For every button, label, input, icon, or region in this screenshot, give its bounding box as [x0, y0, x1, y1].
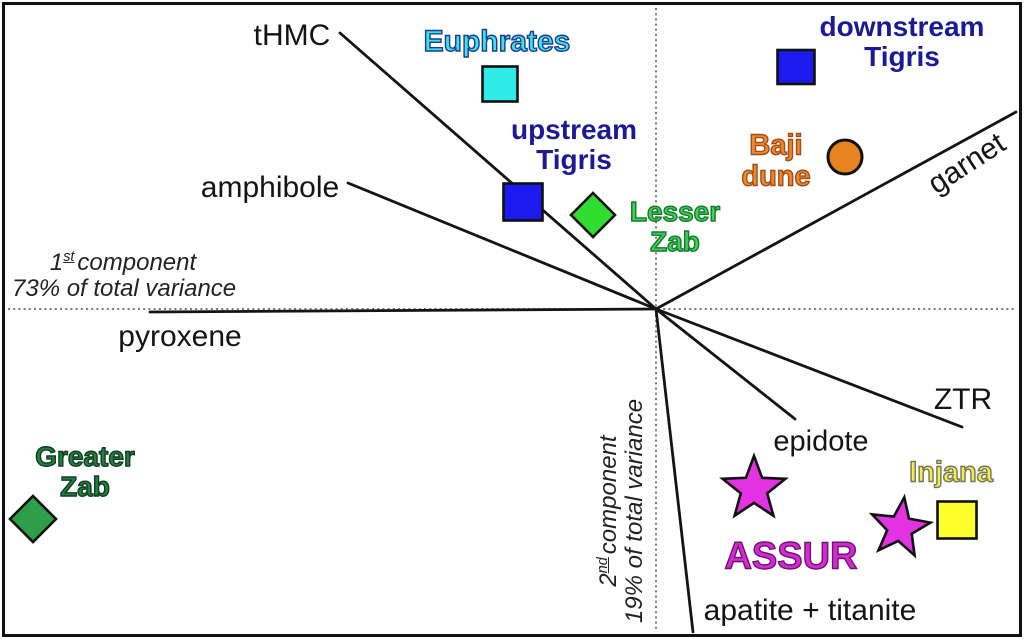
vector-label-pyroxene: pyroxene	[118, 320, 242, 353]
x-axis-number: 1	[49, 249, 64, 276]
y-axis-ordinal-suffix: nd	[595, 557, 611, 574]
vector-line-apatite-titanite	[654, 307, 695, 634]
vector-line-pyroxene	[148, 307, 658, 314]
sample-label-injana: Injana	[908, 456, 993, 489]
x-axis-ordinal-suffix: st	[63, 249, 75, 265]
sample-label-lesser-zab: Lesser Zab	[629, 195, 721, 257]
y-axis-word: component	[595, 435, 622, 555]
vector-line-epidote	[654, 307, 797, 421]
vector-label-ztr: ZTR	[933, 383, 993, 416]
marker-euphrates-square	[481, 65, 519, 103]
marker-injana-square	[936, 500, 978, 540]
vector-label-amphibole: amphibole	[200, 171, 340, 204]
vector-label-apatite-titanite: apatite + titanite	[703, 594, 917, 627]
sample-label-euphrates: Euphrates	[423, 24, 571, 58]
marker-downstream-tigris-square	[776, 48, 816, 86]
sample-label-upstream-tigris: upstream Tigris	[510, 113, 638, 175]
vector-label-thmc: tHMC	[253, 19, 331, 52]
vector-label-garnet: garnet	[922, 126, 1012, 201]
x-axis-word: component	[77, 249, 197, 276]
vector-line-thmc	[338, 31, 658, 311]
vector-line-garnet	[654, 110, 1018, 311]
y-axis-annotation: 2nd component 19% of total variance	[595, 391, 648, 631]
marker-baji-dune-circle	[826, 138, 864, 176]
marker-greater-zab-diamond	[8, 494, 58, 544]
x-axis-variance-label: 73% of total variance	[12, 275, 237, 302]
vector-label-epidote: epidote	[773, 425, 869, 458]
marker-upstream-tigris-square	[502, 182, 544, 222]
marker-assur-star	[719, 452, 789, 519]
y-axis-number: 2	[595, 573, 622, 587]
vector-line-amphibole	[346, 181, 658, 311]
y-axis-variance-label: 19% of total variance	[621, 398, 648, 624]
y-axis-component-label: 2nd component	[595, 391, 622, 631]
marker-injana-star	[868, 493, 935, 559]
sample-label-assur: ASSUR	[724, 535, 858, 578]
sample-label-greater-zab: Greater Zab	[34, 440, 135, 502]
sample-label-baji-dune: Baji dune	[741, 129, 812, 193]
marker-lesser-zab-diamond	[569, 191, 617, 239]
sample-label-downstream-tigris: downstream Tigris	[819, 10, 985, 72]
vector-line-ztr	[654, 307, 964, 429]
